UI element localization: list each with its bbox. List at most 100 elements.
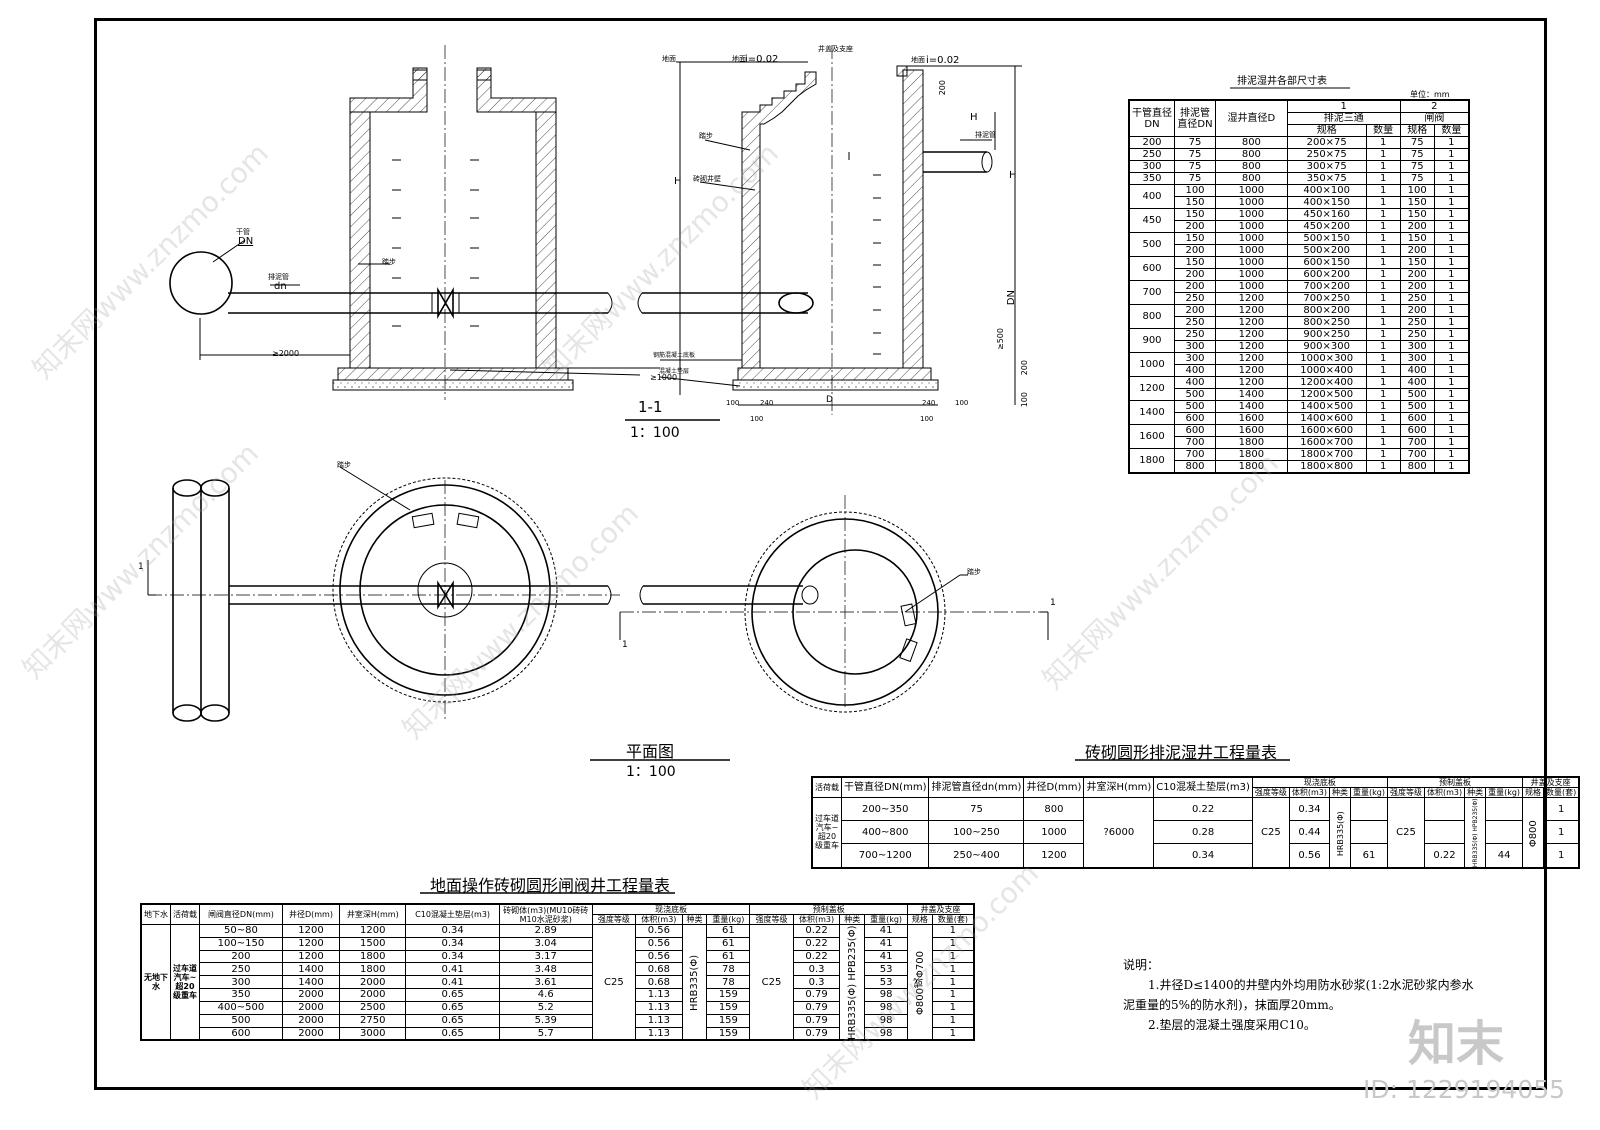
qty2-h-vol: 体积(m3) (634, 914, 683, 925)
dim-cell: 1000 (1215, 280, 1288, 293)
qty2-load: 过车道汽车~超20级重车 (170, 924, 200, 1041)
surface-label-2: 地面 (732, 55, 746, 63)
qty2-h-weight2: 重量(kg) (863, 914, 909, 925)
qty2-c10: 0.34 (405, 949, 500, 964)
qty2-c10: 0.34 (405, 936, 500, 951)
qty2-depth: 2750 (339, 1013, 407, 1028)
dim-cell: 1 (1365, 460, 1401, 474)
qty1-h-weight2: 重量(kg) (1485, 787, 1524, 798)
drawing-frame (94, 18, 1547, 1090)
qty1-c10: 0.34 (1153, 843, 1253, 869)
qty2-valve: 50~80 (199, 924, 283, 938)
qty-table-1: 活荷载 干管直径DN(mm) 排泥管直径dn(mm) 井径D(mm) 井室深H(… (811, 776, 1581, 869)
dim-cell: 1 (1365, 448, 1401, 461)
qty2-valve: 500 (199, 1013, 283, 1028)
qty2-valve: 600 (199, 1026, 283, 1041)
qty2-count: 1 (931, 988, 975, 1002)
qty1-h-weight: 重量(kg) (1350, 787, 1388, 798)
dim-h-spec2: 规格 (1399, 124, 1435, 137)
section-drain-well (637, 45, 1022, 415)
qty1-weight2: 44 (1485, 843, 1524, 869)
dim-cell: 1 (1365, 160, 1401, 173)
qty2-kind: HRB335(Φ) (682, 924, 707, 1041)
dim-cell: 200 (1174, 280, 1216, 293)
qty2-weight2: 53 (863, 975, 909, 990)
dim-240-a: 240 (760, 399, 774, 407)
dim-h-main: 干管直径DN (1128, 99, 1175, 137)
dim-cell: 1200 (1215, 376, 1288, 389)
dim-2000: ≥2000 (272, 349, 300, 358)
qty1-title: 砖砌圆形排泥湿井工程量表 (1085, 743, 1278, 762)
qty2-h-cast: 现浇底板 (591, 903, 751, 915)
qty2-h-kind: 种类 (681, 914, 708, 925)
qty2-weight2: 41 (863, 924, 909, 938)
dim-cell: 1600 (1215, 412, 1288, 425)
dim-cell: 300 (1174, 352, 1216, 365)
notes-line-2: 泥重量的5%的防水剂)，抹面厚20mm。 (1123, 998, 1341, 1012)
dim-cell: 200 (1399, 244, 1435, 257)
dim-cell: 1200 (1215, 316, 1288, 329)
qty2-weight2: 98 (863, 988, 909, 1002)
dim-100-right: 100 (1020, 392, 1029, 408)
qty2-vol: 1.13 (634, 1026, 683, 1041)
qty1-grade2: C25 (1386, 796, 1425, 869)
dim-cell-dn: 250 (1128, 148, 1175, 161)
dim-cell: 1 (1365, 340, 1401, 353)
dim-cell: 600 (1174, 424, 1216, 437)
qty1-h-count: 数量(套) (1543, 787, 1580, 798)
dim-cell: 1000 (1215, 208, 1288, 221)
qty2-vol: 1.13 (634, 988, 683, 1002)
dim-cell: 1000×400 (1286, 364, 1367, 377)
qty2-grade: C25 (591, 924, 636, 1041)
qty2-weight: 159 (706, 1000, 751, 1015)
dim-cell: 1 (1433, 448, 1470, 461)
dim-cell: 300 (1399, 352, 1435, 365)
qty2-h-ground: 地下水 (140, 903, 171, 925)
dim-cell: 1 (1433, 232, 1470, 245)
qty2-h-weight: 重量(kg) (706, 914, 751, 925)
dim-cell: 1 (1433, 412, 1470, 425)
qty2-count: 1 (931, 924, 975, 938)
dim-cell: 700×200 (1286, 280, 1367, 293)
dim-cell: 1 (1433, 160, 1470, 173)
qty1-c10: 0.22 (1153, 796, 1253, 822)
dim-cell: 1 (1433, 136, 1470, 149)
dim-cell: 1800 (1215, 460, 1288, 474)
qty2-vol2: 0.79 (792, 1026, 841, 1041)
dim-cell: 1000 (1215, 244, 1288, 257)
dim-cell: 100 (1399, 184, 1435, 197)
dim-cell: 1 (1433, 256, 1470, 269)
qty2-vol: 0.56 (634, 924, 683, 938)
dim-cell: 1200 (1215, 340, 1288, 353)
section-valve-well (169, 45, 660, 400)
dim-cell: 1 (1365, 292, 1401, 305)
plan-scale: 1：100 (626, 764, 676, 780)
dim-cell: 1 (1365, 220, 1401, 233)
ladder-label: 井盖及支座 (818, 45, 853, 53)
dim-cell: 250 (1399, 316, 1435, 329)
dim-cell-dn: 1200 (1128, 376, 1175, 401)
dim-cell: 1 (1433, 172, 1470, 185)
dim-cell: 1 (1433, 340, 1470, 353)
qty2-kind2: HRB335(Φ) HPB235(Φ) (839, 924, 865, 1041)
dim-500: ≥500 (996, 328, 1005, 350)
dim-cell: 800 (1215, 160, 1288, 173)
qty1-h-spec: 规格 (1522, 787, 1545, 798)
dim-cell: 1400×500 (1286, 400, 1367, 413)
qty2-vol: 1.13 (634, 1013, 683, 1028)
dim-cell: 75 (1399, 148, 1435, 161)
qty2-spec: Φ800或Φ700 (907, 924, 933, 1041)
dim-cell: 1000×300 (1286, 352, 1367, 365)
notes-line-3: 2.垫层的混凝土强度采用C10。 (1148, 1018, 1316, 1032)
qty2-weight2: 41 (863, 949, 909, 964)
qty1-vol2 (1423, 796, 1466, 822)
